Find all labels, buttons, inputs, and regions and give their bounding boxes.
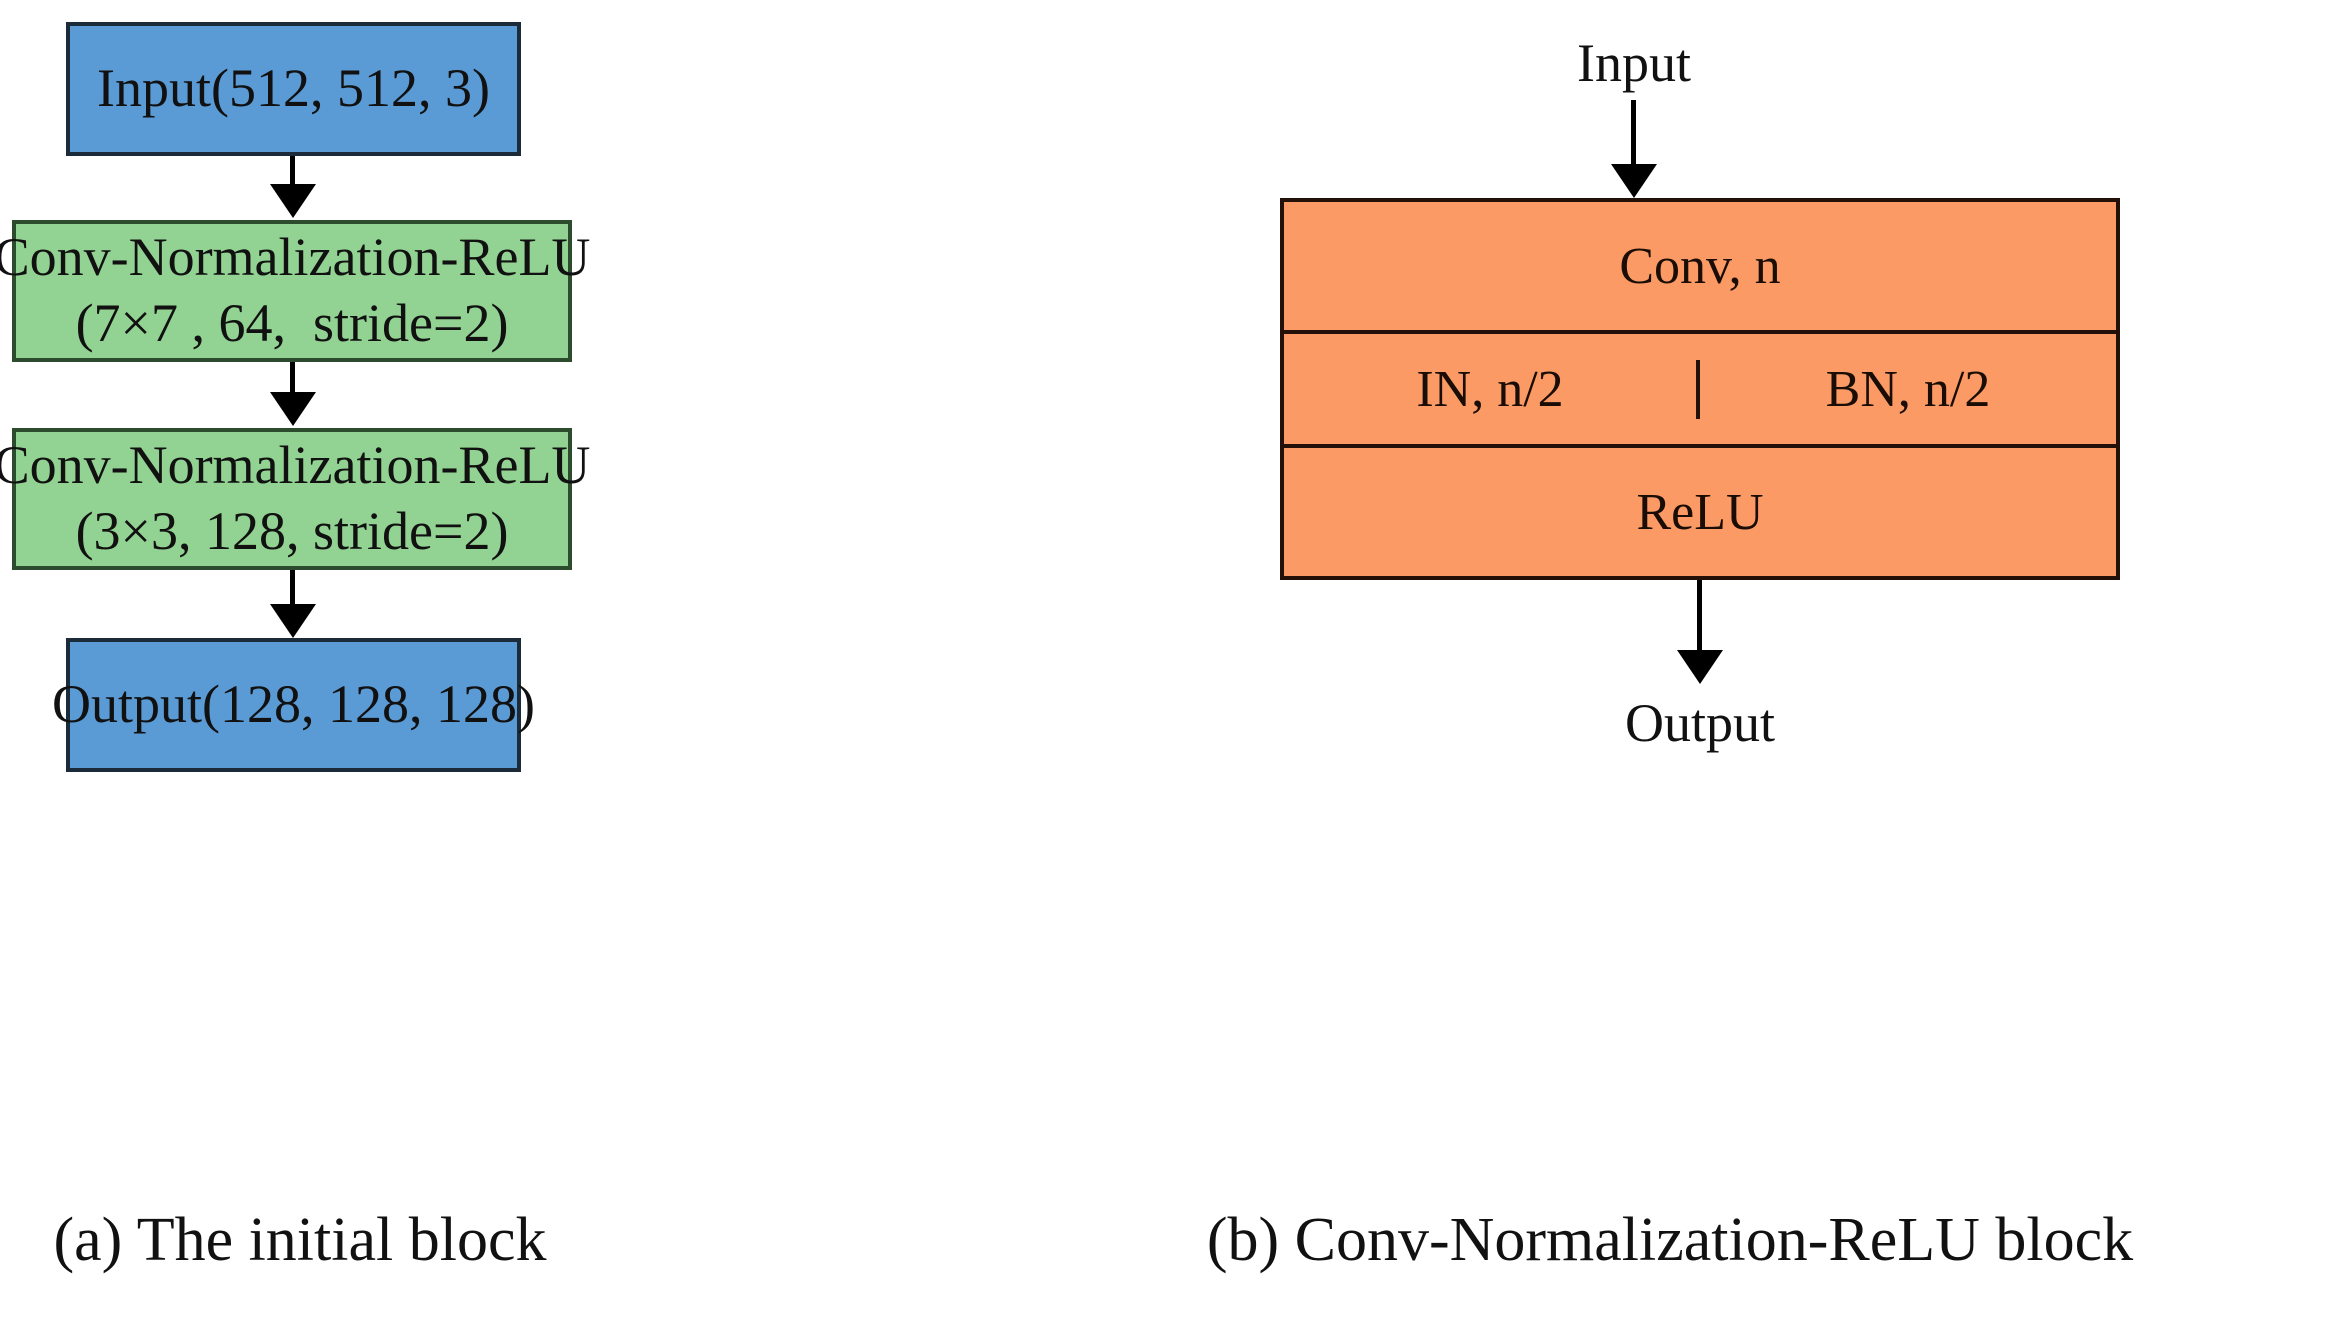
panel-b-caption: (b) Conv-Normalization-ReLU block	[1206, 1206, 2134, 1274]
panel-a-node-cnr-1-line-2: (7×7 , 64, stride=2)	[75, 293, 509, 353]
panel-b-row-conv: Conv, n	[1284, 202, 2116, 330]
panel-a-node-input-line-1: Input(512, 512, 3)	[97, 58, 490, 119]
panel-a-node-cnr-2-line-2: (3×3, 128, stride=2)	[75, 501, 509, 561]
panel-a-edge-cnr2-to-output	[270, 570, 316, 640]
panel-a-node-input: Input(512, 512, 3)	[66, 22, 521, 156]
panel-b-output-label: Output	[1624, 693, 1775, 753]
panel-b-norm-in-label: IN, n/2	[1416, 360, 1564, 418]
arrowhead-icon	[270, 392, 316, 426]
panel-b-edge-block-to-output	[1677, 580, 1723, 690]
panel-a-node-cnr-2: Conv-Normalization-ReLU (3×3, 128, strid…	[0, 428, 590, 570]
arrowhead-icon	[1611, 164, 1657, 198]
edge-shaft	[290, 570, 295, 610]
panel-b-norm-bn: BN, n/2	[1700, 360, 2116, 419]
panel-a-node-cnr-1: Conv-Normalization-ReLU (7×7 , 64, strid…	[0, 220, 590, 362]
panel-b-norm-bn-label: BN, n/2	[1825, 360, 1991, 418]
edge-shaft	[290, 362, 295, 398]
edge-shaft	[1631, 100, 1636, 170]
panel-b-input-label: Input	[1577, 33, 1691, 93]
arrowhead-icon	[1677, 650, 1723, 684]
panel-b-row-relu: ReLU	[1284, 448, 2116, 576]
arrowhead-icon	[270, 604, 316, 638]
panel-b-edge-input-to-block	[1611, 100, 1657, 200]
panel-b-row-relu-label: ReLU	[1636, 483, 1764, 541]
panel-a-edge-input-to-cnr1	[270, 156, 316, 220]
panel-b-block: Conv, n IN, n/2 BN, n/2 ReLU	[1280, 198, 2120, 580]
panel-b-row-norm: IN, n/2 BN, n/2	[1284, 330, 2116, 448]
panel-a-edge-cnr1-to-cnr2	[270, 362, 316, 428]
panel-b-row-conv-label: Conv, n	[1619, 237, 1781, 295]
edge-shaft	[290, 156, 295, 190]
panel-a-caption: (a) The initial block	[53, 1206, 547, 1274]
panel-a-node-cnr-1-line-1: Conv-Normalization-ReLU	[0, 227, 591, 288]
panel-a-node-output-line-1: Output(128, 128, 128)	[52, 674, 535, 735]
panel-b-norm-in: IN, n/2	[1284, 359, 1700, 419]
panel-a-node-output: Output(128, 128, 128)	[52, 638, 535, 772]
edge-shaft	[1697, 580, 1702, 656]
arrowhead-icon	[270, 184, 316, 218]
panel-a-node-cnr-2-line-1: Conv-Normalization-ReLU	[0, 435, 591, 496]
